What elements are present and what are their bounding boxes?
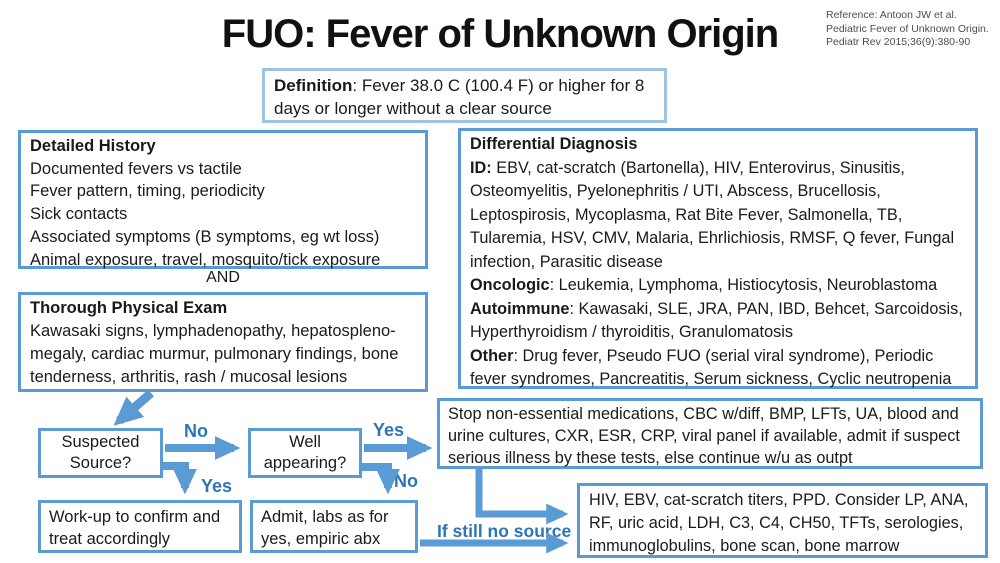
physical-exam-text: Kawasaki signs, lymphadenopathy, hepatos… [30,322,399,386]
differential-section-autoimmune: Autoimmune: Kawasaki, SLE, JRA, PAN, IBD… [470,298,966,345]
definition-box: Definition: Fever 38.0 C (100.4 F) or hi… [262,68,667,123]
differential-section-oncologic: Oncologic: Leukemia, Lymphoma, Histiocyt… [470,274,966,298]
physical-exam-title: Thorough Physical Exam [30,299,228,317]
section-label: Autoimmune [470,299,570,318]
branch-label-no: No [394,471,418,491]
history-item: Sick contacts [30,205,128,224]
page-title: FUO: Fever of Unknown Origin [221,12,779,56]
branch-label-no: No [184,421,208,441]
branch-label-yes: Yes [201,476,233,496]
arrow-well-no-to-admit [361,463,400,495]
history-item: Associated symptoms (B symptoms, eg wt l… [30,227,380,246]
history-item: Documented fevers vs tactile [30,159,242,178]
section-label: Oncologic [470,276,550,294]
reference-citation: Reference: Antoon JW et al. Pediatric Fe… [826,9,994,50]
reference-line: Reference: Antoon JW et al. [826,9,957,21]
differential-section-other: Other: Drug fever, Pseudo FUO (serial vi… [470,345,966,392]
suspected-source-node: Suspected Source? [38,428,163,478]
branch-label-if-still-no-source: If still no source [437,521,572,541]
arrow-suspected-yes-to-workup [162,462,197,495]
detailed-history-box: Detailed History Documented fevers vs ta… [18,130,428,269]
admit-labs-node: Admit, labs as for yes, empiric abx [250,500,418,553]
differential-section-id: ID: EBV, cat-scratch (Bartonella), HIV, … [470,157,966,275]
physical-exam-box: Thorough Physical Exam Kawasaki signs, l… [18,292,428,392]
and-connector-label: AND [206,269,240,286]
section-label: Other [470,346,514,365]
history-item: Animal exposure, travel, mosquito/tick e… [30,250,381,269]
history-title: Detailed History [30,137,156,155]
reference-line: Pediatric Fever of Unknown Origin. [826,22,989,35]
history-item: Fever pattern, timing, periodicity [30,182,265,201]
reference-line: Pediatr Rev 2015;36(9):380-90 [826,36,971,49]
differential-diagnosis-box: Differential Diagnosis ID: EBV, cat-scra… [458,128,978,389]
section-text: : Kawasaki, SLE, JRA, PAN, IBD, Behcet, … [470,299,963,342]
arrow-exam-to-suspected [113,389,154,426]
workup-treat-node: Work-up to confirm and treat accordingly [38,500,242,553]
branch-label-yes: Yes [373,420,405,440]
section-text: : Leukemia, Lymphoma, Histiocytosis, Neu… [549,276,938,294]
further-workup-node: HIV, EBV, cat-scratch titers, PPD. Consi… [577,483,988,558]
definition-label: Definition [274,76,353,95]
section-label: ID: [470,158,492,177]
arrow-initial-to-further-workup [475,469,569,525]
differential-title: Differential Diagnosis [470,135,638,153]
section-text: : Drug fever, Pseudo FUO (serial viral s… [470,346,952,389]
definition-text: : Fever 38.0 C (100.4 F) or higher for 8… [274,76,645,118]
well-appearing-node: Well appearing? [248,428,362,478]
section-text: EBV, cat-scratch (Bartonella), HIV, Ente… [470,158,955,271]
initial-workup-node: Stop non-essential medications, CBC w/di… [437,398,983,469]
